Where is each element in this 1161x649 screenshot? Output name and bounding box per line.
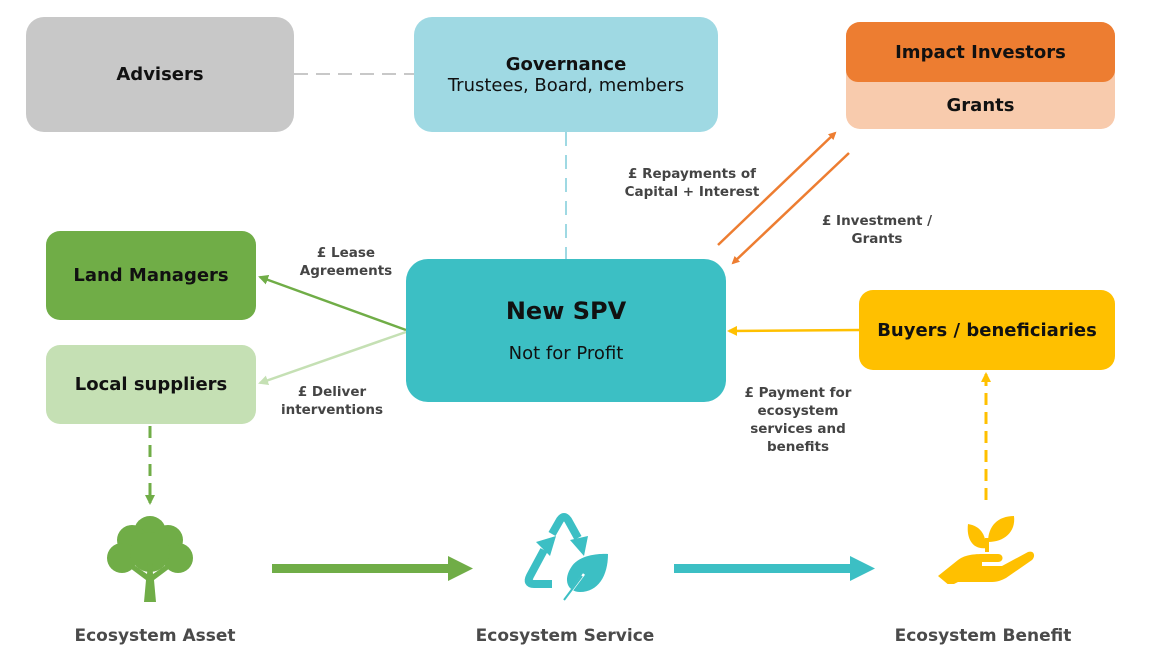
spv-box[interactable]: New SPV Not for Profit: [406, 259, 726, 402]
impact-investors-box[interactable]: Impact Investors Grants: [846, 22, 1115, 129]
ecosystem-service-caption: Ecosystem Service: [475, 626, 655, 646]
investment-label-line: £ Investment /: [821, 213, 933, 229]
grants-title: Grants: [946, 95, 1015, 116]
local-suppliers-title: Local suppliers: [74, 374, 228, 395]
land-managers-title: Land Managers: [73, 265, 229, 286]
deliver-label: £ Deliver interventions: [272, 383, 392, 419]
deliver-label-line: interventions: [280, 402, 384, 418]
asset-service-arrow: [272, 556, 473, 581]
deliver-arrow: [258, 330, 407, 386]
service-benefit-arrow: [674, 556, 875, 581]
impact-investors-header: Impact Investors: [846, 22, 1115, 82]
repayments-label: £ Repayments of Capital + Interest: [612, 165, 772, 201]
impact-investors-title: Impact Investors: [895, 41, 1066, 63]
lease-arrow: [258, 275, 407, 332]
repayments-label-line: £ Repayments of: [628, 166, 756, 182]
lease-label-line: Agreements: [299, 263, 393, 279]
buyers-box[interactable]: Buyers / beneficiaries: [859, 290, 1115, 370]
governance-title: Governance: [505, 53, 627, 75]
repayments-arrow: [717, 131, 837, 246]
buyers-title: Buyers / beneficiaries: [877, 319, 1097, 341]
payment-label: £ Payment for ecosystem services and ben…: [733, 384, 863, 456]
deliver-label-line: £ Deliver: [297, 384, 367, 400]
advisers-box[interactable]: Advisers: [26, 17, 294, 132]
ecosystem-asset-caption: Ecosystem Asset: [74, 626, 236, 646]
advisers-title: Advisers: [116, 64, 204, 85]
payment-arrow: [727, 325, 860, 336]
governance-subtitle: Trustees, Board, members: [447, 74, 685, 96]
land-managers-box[interactable]: Land Managers: [46, 231, 256, 320]
investment-arrow: [731, 152, 850, 265]
hand-plant-icon: [938, 516, 1035, 584]
payment-label-line: services and: [750, 421, 846, 437]
governance-box[interactable]: Governance Trustees, Board, members: [414, 17, 718, 132]
lease-label: £ Lease Agreements: [286, 244, 406, 280]
tree-icon: [107, 516, 193, 602]
recycle-leaf-icon: [524, 513, 608, 601]
payment-label-line: ecosystem: [757, 403, 839, 419]
spv-title: New SPV: [505, 297, 627, 325]
spv-subtitle: Not for Profit: [508, 343, 624, 364]
payment-label-line: £ Payment for: [744, 385, 852, 401]
repayments-label-line: Capital + Interest: [624, 184, 760, 200]
local-suppliers-box[interactable]: Local suppliers: [46, 345, 256, 424]
investment-label-line: Grants: [851, 231, 903, 247]
payment-label-line: benefits: [766, 439, 830, 455]
grants-section: Grants: [846, 82, 1115, 129]
investment-label: £ Investment / Grants: [807, 212, 947, 248]
ecosystem-benefit-caption: Ecosystem Benefit: [894, 626, 1072, 646]
lease-label-line: £ Lease: [316, 245, 376, 261]
